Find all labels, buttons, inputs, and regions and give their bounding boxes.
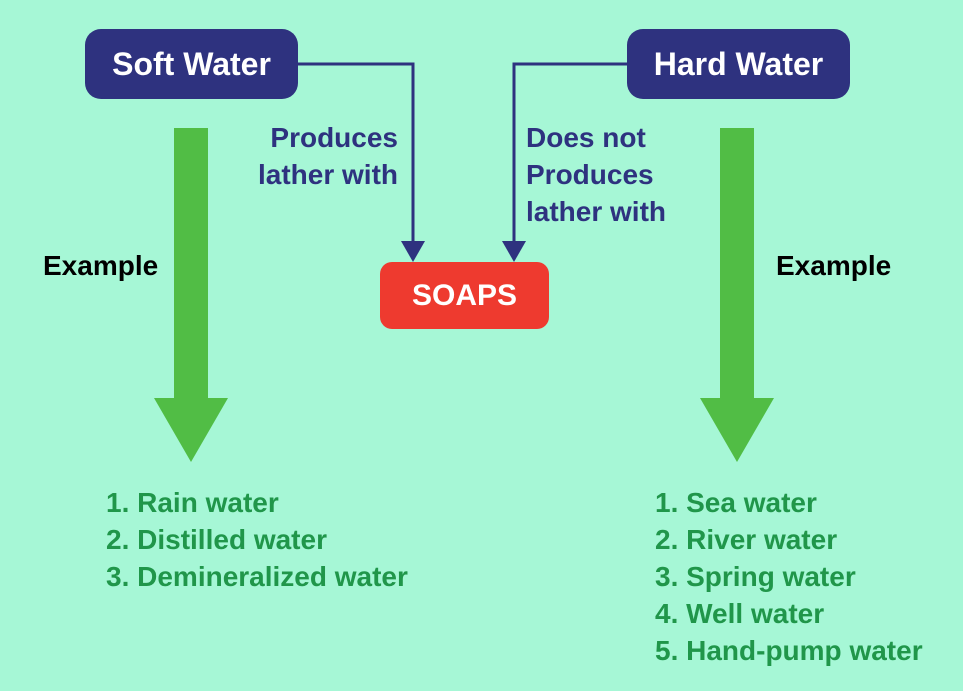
list-item: 1. Sea water bbox=[655, 487, 817, 518]
soft-example-label: Example bbox=[43, 250, 159, 281]
edge-label-line: Does not bbox=[526, 122, 646, 153]
edge-label-line: Produces bbox=[270, 122, 399, 153]
soft-water-examples-list: 1. Rain water 2. Distilled water 3. Demi… bbox=[106, 484, 408, 595]
list-item: 5. Hand-pump water bbox=[655, 635, 923, 666]
soft-water-node: Soft Water bbox=[85, 29, 298, 99]
list-item: 4. Well water bbox=[655, 598, 825, 629]
hard-example-arrow bbox=[700, 128, 774, 462]
soaps-node: SOAPS bbox=[380, 262, 549, 329]
hard-water-examples-list: 1. Sea water 2. River water 3. Spring wa… bbox=[655, 484, 923, 669]
hard-to-soaps-arrowhead bbox=[502, 241, 526, 262]
hard-to-soaps-connector bbox=[512, 62, 627, 248]
soft-example-arrow bbox=[154, 128, 228, 462]
hard-example-label: Example bbox=[776, 250, 892, 281]
soft-to-soaps-connector bbox=[298, 62, 415, 248]
edge-label-line: lather with bbox=[258, 159, 399, 190]
soft-to-soaps-arrowhead bbox=[401, 241, 425, 262]
list-item: 2. Distilled water bbox=[106, 524, 327, 555]
list-item: 3. Spring water bbox=[655, 561, 856, 592]
list-item: 2. River water bbox=[655, 524, 838, 555]
list-item: 3. Demineralized water bbox=[106, 561, 408, 592]
list-item: 1. Rain water bbox=[106, 487, 279, 518]
edge-label-line: lather with bbox=[526, 196, 667, 227]
edge-label-line: Produces bbox=[526, 159, 654, 190]
hard-water-node: Hard Water bbox=[627, 29, 850, 99]
produces-lather-label: Produces lather with bbox=[258, 119, 398, 193]
does-not-produce-lather-label: Does not Produces lather with bbox=[526, 119, 666, 230]
